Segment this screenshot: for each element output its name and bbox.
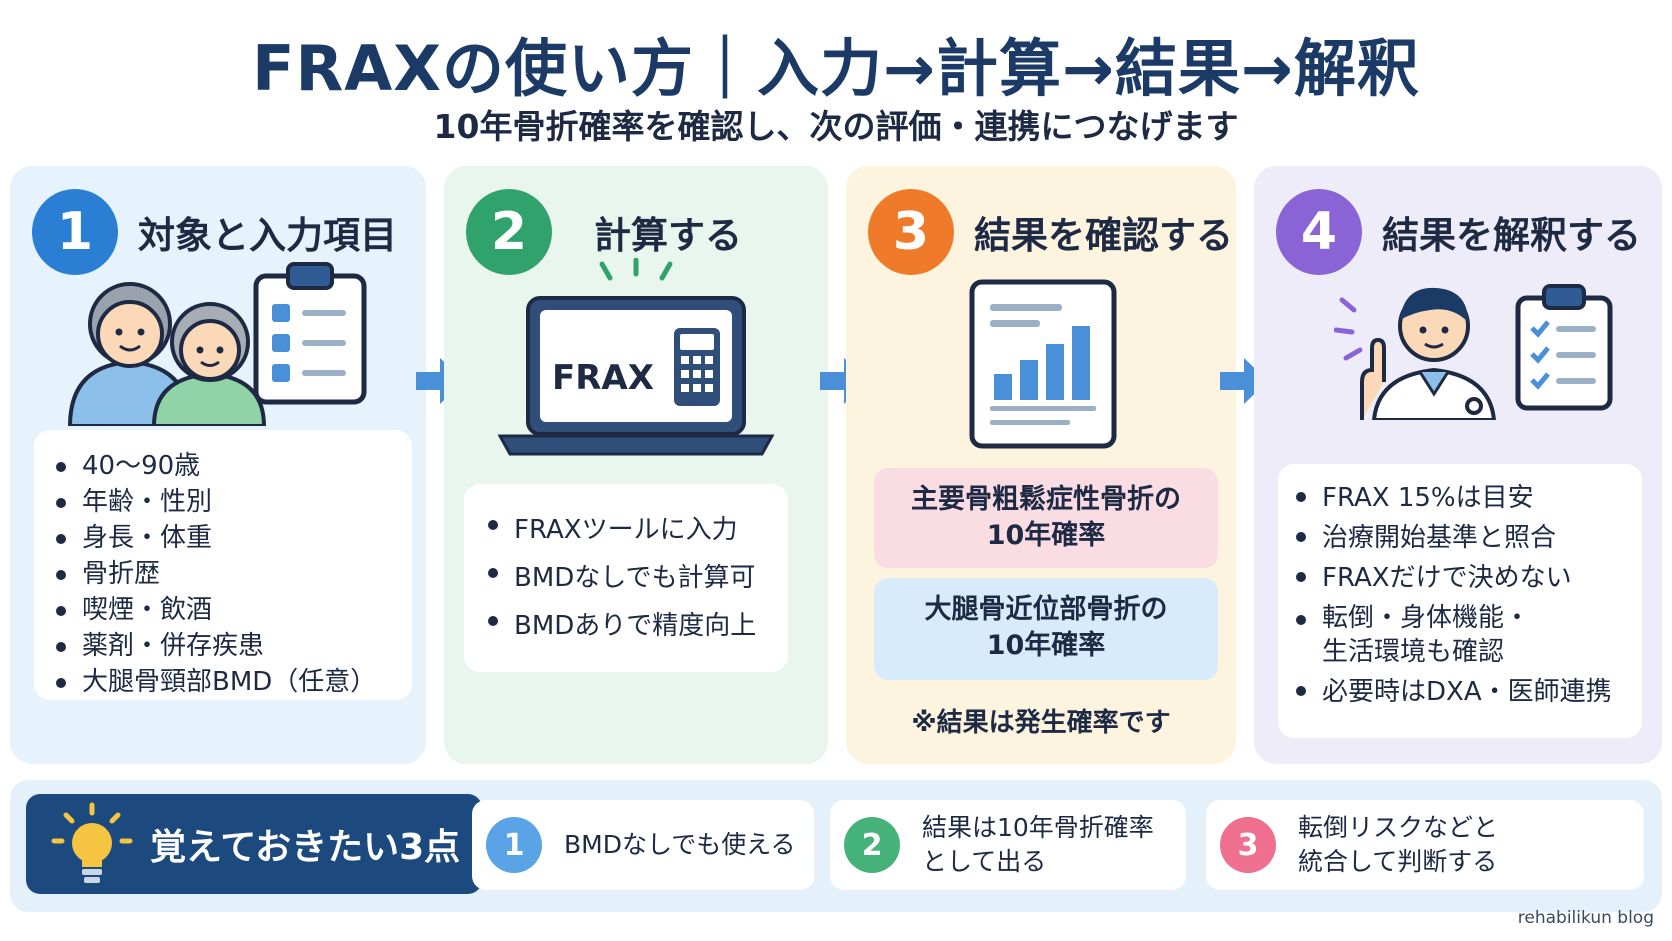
key-point-3: 3 転倒リスクなどと 統合して判断する: [1206, 800, 1644, 890]
step-2-title: 計算する: [594, 214, 742, 257]
checklist-clipboard-icon: [253, 262, 367, 405]
step-3-number: 3: [868, 189, 954, 275]
step-4-header: 4 結果を解釈する: [1276, 186, 1641, 278]
doctor-icon: [1334, 287, 1497, 420]
calculate-items-card: FRAXツールに入力 BMDなしでも計算可 BMDありで精度向上: [464, 484, 788, 672]
list-item: BMDありで精度向上: [484, 602, 788, 650]
hip-fracture-result: 大腿骨近位部骨折の 10年確率: [874, 578, 1218, 680]
key-points-bar: 覚えておきたい3点 1 BMDなしでも使える 2 結果は10年骨折確率 として出…: [10, 780, 1662, 912]
credit-text: rehabilikun blog: [1517, 908, 1654, 928]
list-item: 骨折歴: [52, 556, 412, 592]
key-point-3-number: 3: [1220, 817, 1276, 873]
step-4-number: 4: [1276, 189, 1362, 275]
list-item: 40〜90歳: [52, 448, 412, 484]
key-point-3-text: 転倒リスクなどと 統合して判断する: [1298, 813, 1499, 876]
list-item: 大腿骨頸部BMD（任意）: [52, 664, 412, 700]
key-point-1: 1 BMDなしでも使える: [472, 800, 814, 890]
interpret-items-card: FRAX 15%は目安 治療開始基準と照合 FRAXだけで決めない 転倒・身体機…: [1278, 464, 1642, 738]
page-subtitle: 10年骨折確率を確認し、次の評価・連携につなげます: [433, 107, 1239, 146]
step-3-panel: 3 結果を確認する 主要骨粗鬆症性骨折の 10年確率 大腿骨近位部骨折の 10年…: [846, 166, 1236, 764]
step-1-header: 1 対象と入力項目: [32, 186, 397, 278]
major-fracture-result: 主要骨粗鬆症性骨折の 10年確率: [874, 468, 1218, 568]
step-3-title: 結果を確認する: [974, 214, 1233, 257]
key-point-2-number: 2: [844, 817, 900, 873]
key-point-2: 2 結果は10年骨折確率 として出る: [830, 800, 1186, 890]
step-2-number: 2: [466, 189, 552, 275]
step-1-panel: 1 対象と入力項目 40〜90歳 年齢・性別 身長・体重 骨折歴 喫煙・飲酒 薬…: [10, 166, 426, 764]
result-note: ※結果は発生確率です: [911, 708, 1171, 738]
list-item: 転倒・身体機能・ 生活環境も確認: [1292, 601, 1642, 669]
key-point-1-number: 1: [486, 817, 542, 873]
list-item: BMDなしでも計算可: [484, 554, 788, 602]
elderly-couple-icon: [67, 282, 267, 426]
key-point-2-text: 結果は10年骨折確率 として出る: [922, 813, 1154, 876]
checklist-clipboard-icon: [1515, 284, 1613, 411]
list-item: FRAX 15%は目安: [1292, 478, 1642, 518]
list-item: FRAXツールに入力: [484, 506, 788, 554]
laptop-screen-label: FRAX: [552, 358, 654, 398]
list-item: FRAXだけで決めない: [1292, 558, 1642, 598]
list-item: 薬剤・併存疾患: [52, 628, 412, 664]
key-points-label: 覚えておきたい3点: [150, 827, 461, 868]
step-4-panel: 4 結果を解釈する FRAX 15%は目安 治療開始基準と照合 FRAXだけで決…: [1254, 166, 1662, 764]
step-1-number: 1: [32, 189, 118, 275]
page-title: FRAXの使い方｜入力→計算→結果→解釈: [252, 32, 1420, 105]
list-item: 身長・体重: [52, 520, 412, 556]
step-3-header: 3 結果を確認する: [868, 186, 1233, 278]
step-2-panel: 2 計算する FRAX FRAXツールに入力 BMDなしでも計算可 BMDありで…: [444, 166, 828, 764]
bar-chart-report-icon: [969, 279, 1117, 449]
laptop-calculator-icon: [498, 258, 774, 456]
key-point-1-text: BMDなしでも使える: [564, 830, 796, 859]
key-points-label-box: 覚えておきたい3点: [26, 794, 482, 894]
step-4-title: 結果を解釈する: [1382, 214, 1641, 257]
list-item: 治療開始基準と照合: [1292, 518, 1642, 558]
list-item: 年齢・性別: [52, 484, 412, 520]
list-item: 必要時はDXA・医師連携: [1292, 672, 1642, 712]
step-1-title: 対象と入力項目: [138, 214, 397, 257]
list-item: 喫煙・飲酒: [52, 592, 412, 628]
lightbulb-icon: [51, 802, 133, 883]
input-items-card: 40〜90歳 年齢・性別 身長・体重 骨折歴 喫煙・飲酒 薬剤・併存疾患 大腿骨…: [34, 430, 412, 700]
step-2-header: 2 計算する: [466, 186, 742, 278]
